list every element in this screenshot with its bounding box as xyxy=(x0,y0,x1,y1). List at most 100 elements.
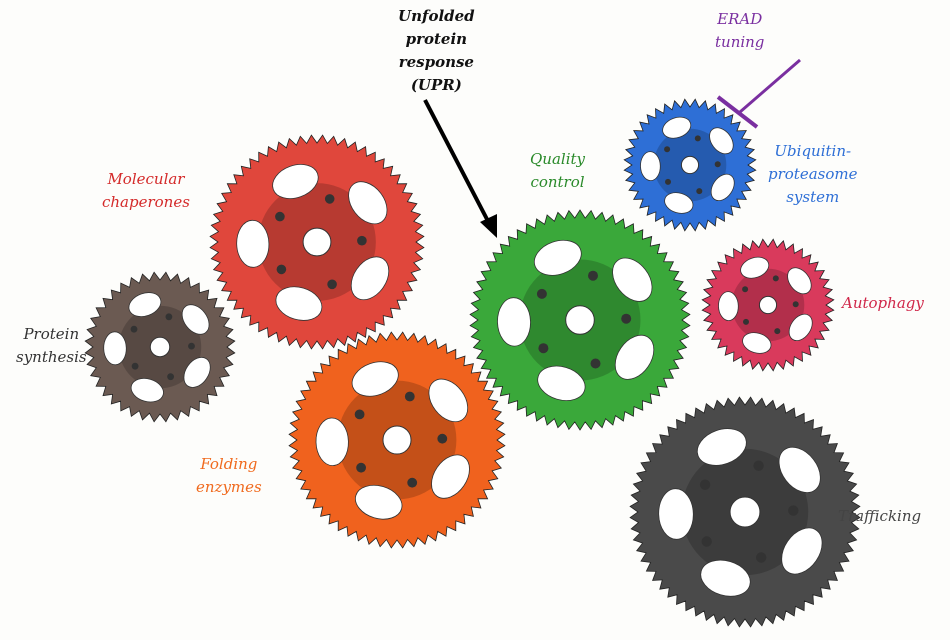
gear-bolt xyxy=(130,325,138,333)
label-line: chaperones xyxy=(102,193,190,211)
gear-bolt xyxy=(327,279,337,290)
label-line: Molecular xyxy=(107,170,185,188)
gear-cutout xyxy=(788,313,813,342)
gear-cutout xyxy=(272,164,319,199)
gear-bolt xyxy=(404,391,415,402)
gear-bolt xyxy=(664,146,671,153)
gear-cutout xyxy=(710,173,735,202)
gear-bolt xyxy=(536,288,547,299)
gear-bolt xyxy=(756,552,767,563)
gear-bolt xyxy=(131,362,139,370)
label-line: system xyxy=(786,188,840,206)
gear-hub xyxy=(149,336,171,358)
gear-cutout xyxy=(315,417,349,466)
gear-bolt xyxy=(356,462,366,473)
gear-cutout xyxy=(533,239,582,276)
gear-bolt xyxy=(714,161,721,168)
gear-hub xyxy=(302,227,332,257)
gear-bolt xyxy=(357,235,367,246)
gear-hub xyxy=(565,305,595,335)
gear-hub xyxy=(758,295,778,315)
gear-quality xyxy=(469,209,691,431)
gear-cutout xyxy=(428,378,469,423)
gear-bolt xyxy=(276,264,287,275)
gear-cutout xyxy=(664,192,694,214)
gear-cutout xyxy=(350,256,390,301)
gear-cutout xyxy=(431,454,470,499)
gear-cutout xyxy=(612,257,653,302)
gear-cutout xyxy=(348,181,388,225)
gear-cutout xyxy=(640,151,661,181)
label-line: proteasome xyxy=(768,165,858,183)
gear-cutout xyxy=(778,446,821,493)
label-line: Trafficking xyxy=(838,507,922,525)
gear-hub xyxy=(729,496,761,528)
label-protein-synthesis: Protein synthesis xyxy=(16,323,87,369)
gear-cutout xyxy=(742,332,772,354)
label-line: Ubiquitin- xyxy=(774,142,852,160)
gear-bolt xyxy=(167,373,175,381)
label-line: Unfolded xyxy=(398,7,475,25)
gear-bolt xyxy=(743,318,749,325)
gear-bolt xyxy=(165,313,173,321)
gear-bolt xyxy=(407,477,418,488)
gear-bolt xyxy=(354,409,365,420)
label-trafficking: Trafficking xyxy=(838,505,921,528)
gear-cutout xyxy=(537,365,586,401)
label-line: Autophagy xyxy=(842,294,924,312)
gear-bolt xyxy=(694,135,701,142)
gear-bolt xyxy=(588,270,598,281)
gear-cutout xyxy=(130,378,164,403)
label-quality-control: Quality control xyxy=(530,148,585,194)
gear-cutout xyxy=(275,286,323,321)
label-line: (UPR) xyxy=(410,76,462,94)
gear-cutout xyxy=(696,428,747,466)
upr-arrow xyxy=(423,99,497,238)
gear-cutout xyxy=(718,291,739,321)
gear-cutout xyxy=(181,304,210,335)
gear-cutout xyxy=(781,527,823,575)
gear-synthesis xyxy=(84,271,236,423)
gear-bolt xyxy=(621,313,632,324)
gear-cutout xyxy=(614,334,655,380)
gear-cutout xyxy=(497,297,531,347)
gear-autophagy xyxy=(701,238,835,372)
gear-chaperones xyxy=(209,134,425,350)
erad-inhibition-line xyxy=(716,58,801,129)
gear-cutout xyxy=(236,219,270,268)
gear-bolt xyxy=(701,536,712,547)
label-line: tuning xyxy=(715,33,765,51)
label-erad: ERAD tuning xyxy=(715,8,764,54)
gear-cutout xyxy=(183,356,211,388)
gear-bolt xyxy=(590,358,601,369)
label-line: response xyxy=(398,53,474,71)
gear-bolt xyxy=(275,211,285,222)
gear-cutout xyxy=(128,292,162,317)
gear-bolt xyxy=(753,460,764,471)
gear-bolt xyxy=(696,188,703,195)
label-ubiquitin: Ubiquitin- proteasome system xyxy=(768,140,857,209)
gear-trafficking xyxy=(629,396,861,628)
gear-bolt xyxy=(324,194,335,204)
gear-bolt xyxy=(188,342,195,350)
gear-cutout xyxy=(709,127,734,155)
label-line: protein xyxy=(405,30,468,48)
gear-cutout xyxy=(787,267,812,295)
gear-cutout xyxy=(355,484,403,520)
label-folding-enzymes: Folding enzymes xyxy=(196,453,262,499)
gear-bolt xyxy=(742,286,749,293)
gear-hub xyxy=(680,155,700,175)
label-line: synthesis xyxy=(16,348,87,366)
label-line: Protein xyxy=(23,325,80,343)
gear-cutout xyxy=(351,361,399,397)
label-line: Quality xyxy=(530,150,585,168)
label-molecular-chaperones: Molecular chaperones xyxy=(102,168,190,214)
label-line: Folding xyxy=(200,455,258,473)
gear-cutout xyxy=(103,331,127,366)
gear-cutout xyxy=(740,256,770,279)
gear-cutout xyxy=(700,559,751,597)
gear-bolt xyxy=(665,178,671,185)
label-line: ERAD xyxy=(717,10,763,28)
